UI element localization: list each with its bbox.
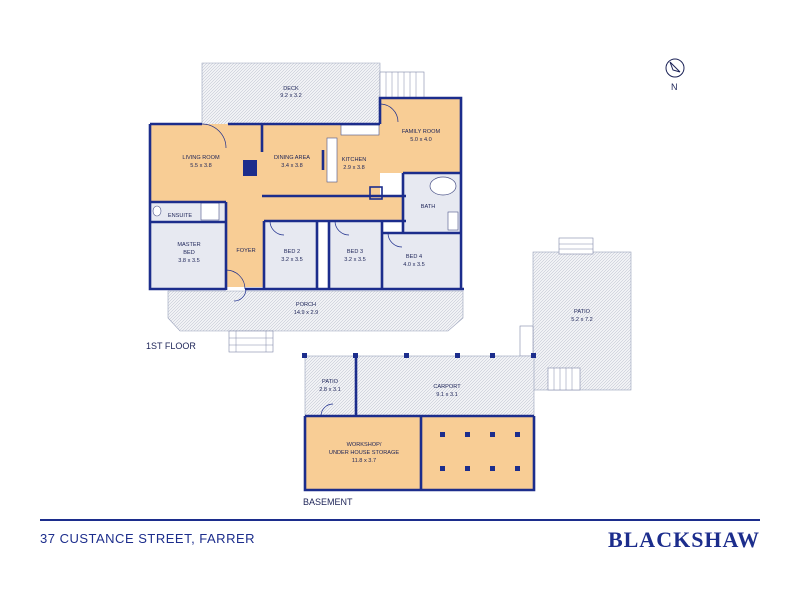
basement-door-swing [320,403,334,417]
patio-large-size: 5.2 x 7.2 [571,317,592,323]
hallway [226,196,406,221]
walls-1st-floor [148,96,464,291]
footer-divider [40,519,760,521]
carport-area [304,355,535,417]
bath-vanity [447,211,459,231]
bath-label: BATH [421,204,436,210]
carport-label: CARPORT [433,384,461,390]
bed-3 [329,221,382,289]
property-address: 37 CUSTANCE STREET, FARRER [40,531,256,546]
patio-stairs-top [558,237,594,255]
bed-2-label: BED 2 [284,249,300,255]
patio-large-area [532,251,632,391]
ensuite-toilet [152,205,162,217]
spa-bath [429,176,457,196]
bed-3-label: BED 3 [347,249,363,255]
carport-size: 9.1 x 3.1 [436,392,457,398]
ensuite-label: ENSUITE [168,213,193,219]
workshop-label-2: UNDER HOUSE STORAGE [329,450,399,456]
foyer [226,221,264,287]
north-arrow-icon [665,58,685,78]
fireplace [243,160,257,176]
porch-size: 14.9 x 2.9 [294,310,319,316]
floor-plan: DECK 9.2 x 3.2 LIVING ROOM 5.5 x 3.8 DIN… [146,58,685,507]
basement-label: BASEMENT [303,497,353,507]
bed-4 [382,233,459,289]
ensuite-shower [200,202,220,221]
living-room-size: 5.5 x 3.8 [190,163,211,169]
patio-small-size: 2.8 x 3.1 [319,387,340,393]
porch-label: PORCH [296,302,316,308]
workshop-label: WORKSHOP/ [347,442,382,448]
master-bed [150,222,226,289]
bed-4-label: BED 4 [406,254,422,260]
north-label: N [671,82,678,92]
porch-stairs [228,330,274,353]
pantry [369,186,383,200]
patio-small-label: PATIO [322,379,339,385]
porch-area [167,290,464,332]
patio-stairs-bottom [547,367,581,391]
deck-label: DECK [283,86,299,92]
bed-2 [264,221,317,289]
workshop-storage [305,416,421,490]
master-bed-label: MASTER [177,242,200,248]
bed-3-size: 3.2 x 3.5 [344,257,365,263]
walls-basement [303,358,536,492]
first-floor-label: 1ST FLOOR [146,341,196,351]
basement-posts [302,353,536,471]
door-swings [201,103,403,302]
dining-area-label: DINING AREA [274,155,310,161]
foyer-label: FOYER [236,248,255,254]
kitchen-island [326,137,338,183]
family-room-size: 5.0 x 4.0 [410,137,431,143]
kitchen-label: KITCHEN [342,157,367,163]
living-room-label: LIVING ROOM [182,155,220,161]
kitchen-bench [340,124,380,136]
dining-area-size: 3.4 x 3.8 [281,163,302,169]
kitchen-size: 2.9 x 3.8 [343,165,364,171]
master-bed-label-2: BED [183,250,195,256]
master-bed-size: 3.8 x 3.5 [178,258,199,264]
bed-2-size: 3.2 x 3.5 [281,257,302,263]
patio-ramp [519,325,534,357]
workshop-size: 11.8 x 3.7 [352,458,376,464]
brand-logo: BLACKSHAW [607,527,760,552]
family-room [380,98,461,173]
deck-size: 9.2 x 3.2 [280,93,301,99]
dining-area [262,124,323,202]
patio-large-label: PATIO [574,309,591,315]
deck-stairs [379,71,425,99]
bed-4-size: 4.0 x 3.5 [403,262,424,268]
under-house-open [421,416,534,490]
family-room-label: FAMILY ROOM [402,129,441,135]
